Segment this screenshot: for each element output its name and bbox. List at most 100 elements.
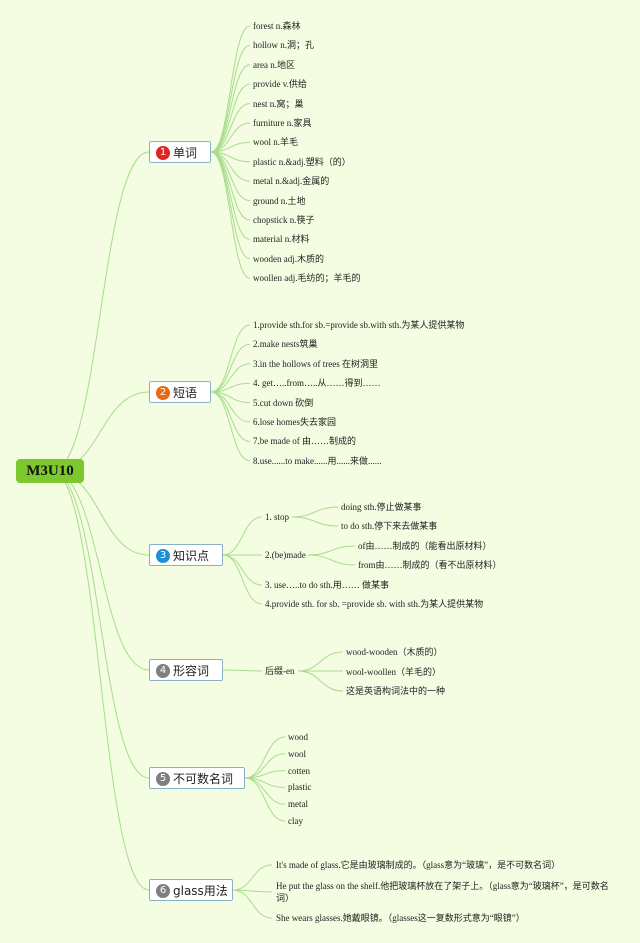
connector-line — [210, 151, 251, 202]
word-item: ground n.土地 — [253, 195, 306, 206]
word-item: hollow n.洞；孔 — [253, 40, 315, 51]
connector-line — [51, 470, 150, 671]
connector-line — [291, 516, 339, 527]
noun-item: cotten — [288, 765, 310, 776]
connector-line — [51, 470, 150, 556]
connector-line — [51, 470, 150, 779]
connector-line — [210, 103, 251, 153]
connector-line — [232, 889, 273, 919]
word-item: material n.材料 — [253, 234, 310, 245]
phrase-item: 7.be made of 由……制成的 — [253, 436, 356, 447]
connector-line — [210, 44, 251, 153]
word-item: woollen adj.毛纺的；羊毛的 — [253, 273, 361, 284]
phrase-item: 4. get…..from…..从……得到…… — [253, 378, 381, 389]
phrase-item: 3.in the hollows of trees 在树洞里 — [253, 358, 378, 369]
phrase-item: 6.lose homes失去家园 — [253, 417, 336, 427]
connector-line — [297, 651, 344, 672]
connector-line — [210, 391, 251, 442]
connector-line — [222, 669, 263, 672]
connector-line — [210, 25, 251, 153]
branch-label: 知识点 — [173, 549, 210, 563]
kp-made-of: of由……制成的（能看出原材料） — [358, 541, 492, 551]
word-item: wool n.羊毛 — [253, 137, 299, 148]
connector-line — [210, 122, 251, 153]
branch-label: 短语 — [173, 386, 198, 400]
phrase-item: 2.make nests筑巢 — [253, 339, 318, 350]
word-item: chopstick n.筷子 — [253, 215, 315, 225]
connector-line — [210, 391, 251, 462]
connector-line — [210, 343, 251, 393]
connector-line — [210, 151, 251, 279]
number-badge-6: 6 — [156, 883, 170, 898]
connector-line — [210, 151, 251, 240]
glass-usage-2: He put the glass on the shelf.他把玻璃杯放在了架子… — [276, 881, 609, 903]
adjective-item: 这是英语构词法中的一种 — [346, 686, 446, 696]
kp-provide: 4.provide sth. for sb. =provide sb. with… — [265, 599, 484, 609]
kp-made-from: from由……制成的（看不出原材料） — [358, 560, 502, 570]
branch-label: 不可数名词 — [173, 772, 234, 786]
glass-usage-1: It's made of glass.它是由玻璃制成的。（glass意为“玻璃”… — [276, 860, 561, 870]
connector-line — [222, 554, 263, 605]
adjective-item: wood-wooden（木质的） — [346, 647, 443, 657]
connector-line — [291, 506, 339, 518]
word-item: forest n.森林 — [253, 21, 301, 31]
connector-line — [210, 363, 251, 393]
connector-line — [232, 864, 273, 891]
word-item: metal n.&adj.金属的 — [253, 176, 330, 187]
connector-line — [297, 670, 344, 692]
noun-item: wood — [288, 732, 308, 742]
kp-stop-to-do: to do sth.停下来去做某事 — [341, 521, 438, 531]
word-item: furniture n.家具 — [253, 118, 312, 128]
connector-line — [51, 470, 150, 891]
connector-line — [244, 736, 286, 779]
noun-item: metal — [288, 799, 308, 810]
connector-line — [51, 151, 150, 472]
adjective-item: wool-woollen（羊毛的） — [346, 666, 441, 677]
phrase-item: 8.use......to make......用......来做...... — [253, 455, 382, 466]
number-badge-2: 2 — [156, 385, 170, 400]
phrase-item: 5.cut down 砍倒 — [253, 397, 314, 408]
number-badge-3: 3 — [156, 548, 170, 563]
phrase-item: 1.provide sth.for sb.=provide sb.with st… — [253, 320, 465, 330]
connector-line — [244, 777, 286, 822]
number-badge-4: 4 — [156, 663, 170, 678]
connector-line — [210, 141, 251, 153]
connector-line — [210, 151, 251, 221]
number-badge-1: 1 — [156, 145, 170, 160]
glass-usage-3: She wears glasses.她戴眼镜。（glasses这一复数形式意为“… — [276, 913, 525, 923]
branch-label: glass用法 — [173, 884, 228, 898]
connector-line — [222, 516, 263, 556]
connector-line — [307, 554, 356, 566]
word-item: plastic n.&adj.塑料（的） — [253, 156, 351, 167]
connector-line — [210, 151, 251, 260]
kp-be-made: 2.(be)made — [265, 550, 306, 560]
connector-line — [307, 545, 356, 556]
word-item: provide v.供给 — [253, 79, 307, 90]
noun-item: wool — [288, 748, 306, 759]
kp-use: 3. use…..to do sth.用…… 做某事 — [265, 580, 390, 590]
noun-item: plastic — [288, 782, 312, 793]
connector-line — [210, 64, 251, 153]
connector-line — [210, 324, 251, 393]
connector-line — [210, 382, 251, 393]
noun-item: clay — [288, 816, 303, 826]
connector-line — [210, 83, 251, 153]
kp-stop-doing: doing sth.停止做某事 — [341, 502, 422, 512]
suffix-en: 后缀-en — [265, 666, 295, 676]
branch-label: 形容词 — [173, 664, 210, 678]
root-node[interactable]: M3U10 — [16, 459, 84, 483]
number-badge-5: 5 — [156, 771, 170, 786]
word-item: wooden adj.木质的 — [253, 253, 324, 264]
kp-stop: 1. stop — [265, 512, 290, 522]
branch-label: 单词 — [173, 146, 198, 160]
word-item: area n.地区 — [253, 59, 295, 70]
word-item: nest n.窝；巢 — [253, 98, 304, 109]
